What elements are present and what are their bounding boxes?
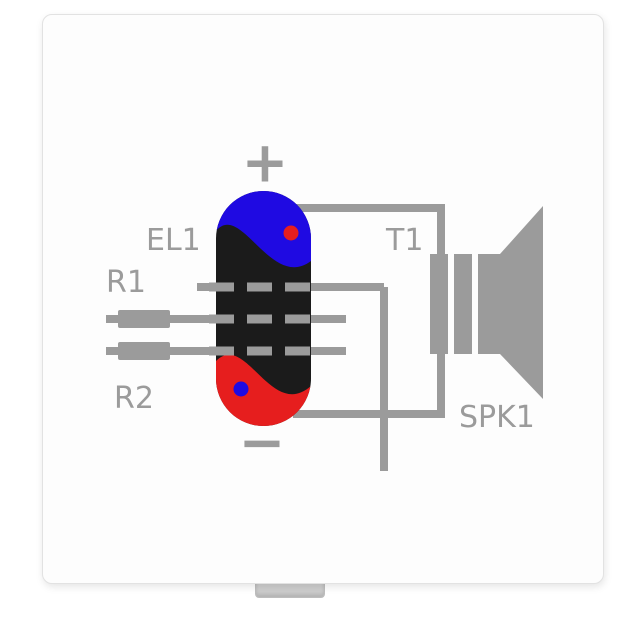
wire-transformer-return	[293, 352, 445, 418]
transformer-winding-left	[430, 254, 448, 354]
resistor-r1-body	[118, 310, 170, 328]
speaker-driver	[478, 254, 500, 354]
speaker-cone	[500, 206, 543, 399]
label-r2: R2	[114, 381, 154, 416]
label-spk1: SPK1	[459, 400, 535, 435]
label-el1: EL1	[146, 223, 201, 258]
label-r1: R1	[106, 265, 146, 300]
tube-top-blue	[216, 191, 311, 268]
label-t1: T1	[385, 223, 423, 258]
tube-fills	[216, 191, 311, 426]
circuit-diagram: EL1 R1 R2 T1 SPK1 + −	[106, 131, 543, 476]
blue-dot	[233, 381, 249, 397]
magnet-card: EL1 R1 R2 T1 SPK1 + −	[42, 14, 604, 584]
resistor-r2-body	[118, 342, 170, 360]
tube-bottom-red	[216, 354, 311, 426]
minus-symbol: −	[239, 411, 286, 476]
wire-anode-to-transformer	[273, 204, 445, 256]
plus-symbol: +	[242, 131, 289, 196]
red-dot	[283, 225, 299, 241]
transformer-winding-right	[454, 254, 472, 354]
